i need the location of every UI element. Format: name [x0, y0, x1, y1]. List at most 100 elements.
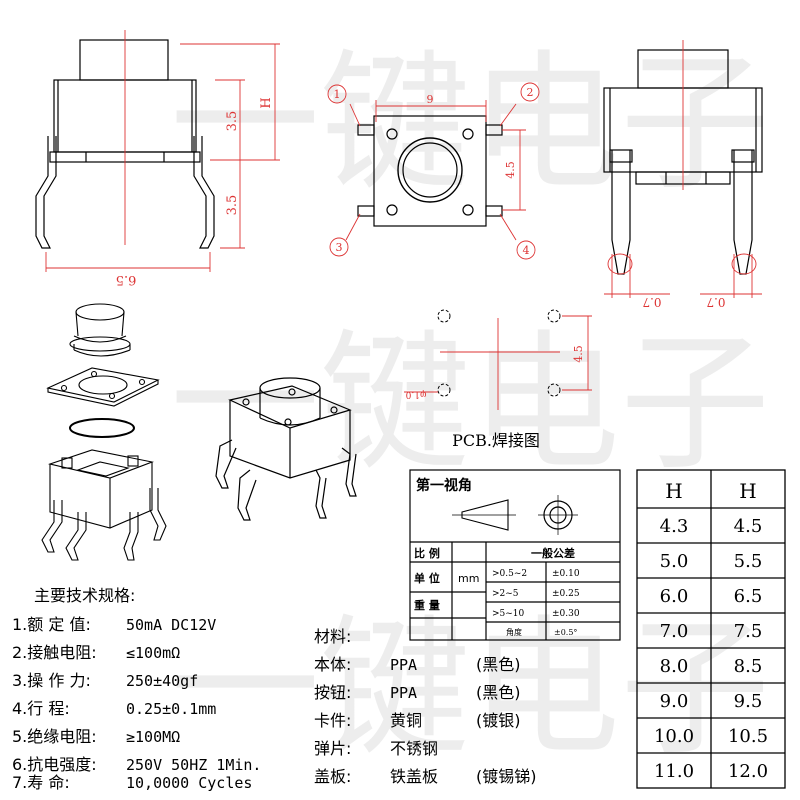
material-part: 按钮: — [314, 683, 351, 702]
tol-val-1: ±0.10 — [552, 569, 580, 579]
watermark-text-1: 一键电子 — [170, 37, 770, 211]
h-cell: 8.0 — [660, 656, 689, 677]
pcb-dim-4-5: 4.5 — [572, 345, 585, 363]
dim-0-7-right: 0.7 — [706, 295, 725, 309]
h-cell: 4.3 — [660, 516, 689, 537]
h-cell: 11.0 — [654, 761, 694, 782]
exploded-base-top — [47, 449, 154, 479]
pcb-hole-1 — [437, 309, 451, 323]
iso-leg-2 — [237, 469, 257, 521]
spec-label: 6.抗电强度: — [12, 755, 97, 774]
tol-range-2: >2~5 — [492, 589, 519, 599]
dim-6-5: 6.5 — [116, 272, 137, 287]
specs-title: 主要技术规格: — [34, 586, 135, 605]
exploded-leg-3 — [123, 512, 139, 561]
material-name: PPA — [390, 656, 417, 674]
material-note: (黑色) — [476, 655, 521, 674]
tol-val-3: ±0.30 — [552, 609, 580, 619]
top-button-outer — [397, 137, 463, 203]
tol-range-1: >0.5~2 — [492, 569, 527, 579]
spec-value: ≥100MΩ — [126, 728, 180, 746]
tol-val-4: ±0.5° — [554, 628, 577, 637]
material-name: 铁盖板 — [390, 767, 438, 786]
tol-range-3: >5~10 — [492, 609, 525, 619]
callout-4: 4 — [523, 244, 530, 257]
watermark-text-3: 一键电子 — [170, 602, 770, 776]
exploded-leg-2 — [65, 512, 87, 561]
h-header-1: H — [665, 479, 682, 503]
iso-leg-3 — [315, 469, 327, 519]
exploded-dome — [69, 418, 135, 438]
h-cell: 4.5 — [734, 516, 763, 537]
spec-value: ≤100mΩ — [126, 644, 180, 662]
h-header-2: H — [739, 479, 756, 503]
pcb-hole-3 — [437, 383, 451, 397]
top-view-labels: 9 4.5 1 2 3 4 — [334, 86, 534, 257]
first-view-label: 第一视角 — [416, 477, 472, 494]
top-pin-3 — [357, 205, 375, 217]
h-cell: 7.5 — [734, 621, 763, 642]
h-cell: 9.5 — [734, 691, 763, 712]
top-view — [357, 115, 503, 227]
h-table — [636, 469, 786, 789]
h-cell: 5.0 — [660, 551, 689, 572]
spec-label: 1.额 定 值: — [12, 615, 91, 634]
spec-label: 5.绝缘电阻: — [12, 727, 97, 746]
callout-2: 2 — [527, 86, 534, 99]
side-view-dimensions — [604, 253, 762, 298]
material-part: 卡件: — [314, 711, 351, 730]
top-hole-1 — [386, 128, 398, 140]
title-block-frame — [409, 469, 621, 641]
h-cell: 5.5 — [734, 551, 763, 572]
h-cell: 10.5 — [728, 726, 768, 747]
weight-label: 重 量 — [414, 598, 440, 612]
pcb-caption: PCB.焊接图 — [452, 431, 540, 450]
material-note: (镀锡锑) — [476, 767, 537, 786]
dim-0-7-left: 0.7 — [642, 295, 661, 309]
tol-header: 一般公差 — [531, 546, 575, 560]
pcb-hole-dim: φ1.0 — [405, 389, 426, 399]
spec-value: 0.25±0.1mm — [126, 700, 216, 718]
h-cell: 9.0 — [660, 691, 689, 712]
material-name: 不锈钢 — [390, 739, 438, 758]
h-table-text: H H 4.3 4.5 5.0 5.5 6.0 6.5 7.0 7.5 8.0 … — [654, 479, 768, 782]
unit-label: 单 位 — [414, 571, 440, 585]
pcb-layout — [404, 309, 592, 410]
spec-label: 3.操 作 力: — [12, 671, 91, 690]
watermark-text-2: 一键电子 — [170, 317, 770, 491]
exploded-view — [41, 303, 167, 561]
exploded-button-top — [75, 303, 125, 321]
exploded-leg-1 — [41, 500, 63, 553]
unit-value: mm — [458, 572, 479, 585]
title-block — [409, 469, 621, 641]
iso-leg-1 — [215, 439, 237, 489]
top-body — [373, 115, 487, 227]
material-part: 弹片: — [314, 739, 351, 758]
h-cell: 6.5 — [734, 586, 763, 607]
spec-label: 4.行 程: — [12, 699, 70, 718]
isometric-view — [215, 377, 357, 521]
h-cell: 7.0 — [660, 621, 689, 642]
callout-1: 1 — [334, 88, 341, 101]
side-view-labels: 0.7 0.7 — [642, 295, 725, 309]
h-cell: 8.5 — [734, 656, 763, 677]
dim-3-5-upper: 3.5 — [225, 111, 240, 132]
front-button-cap — [79, 39, 169, 81]
front-view — [35, 30, 215, 249]
tol-range-4: 角度 — [506, 627, 522, 637]
spec-value: 250±40gf — [126, 672, 198, 690]
h-cell: 6.0 — [660, 586, 689, 607]
top-pin-1 — [357, 124, 375, 136]
dim-4-5: 4.5 — [504, 161, 517, 179]
title-block-text: 第一视角 比 例 单 位 mm 重 量 一般公差 >0.5~2 ±0.10 >2… — [414, 477, 580, 637]
spec-value: 10,0000 Cycles — [126, 774, 252, 792]
exploded-leg-4 — [149, 488, 167, 541]
spec-value: 250V 50HZ 1Min. — [126, 756, 261, 774]
top-button-inner — [402, 142, 458, 198]
h-cell: 10.0 — [654, 726, 694, 747]
spec-value: 50mA DC12V — [126, 616, 216, 634]
material-part: 本体: — [314, 655, 351, 674]
dim-3-5-lower: 3.5 — [225, 195, 240, 216]
top-hole-2 — [462, 128, 474, 140]
